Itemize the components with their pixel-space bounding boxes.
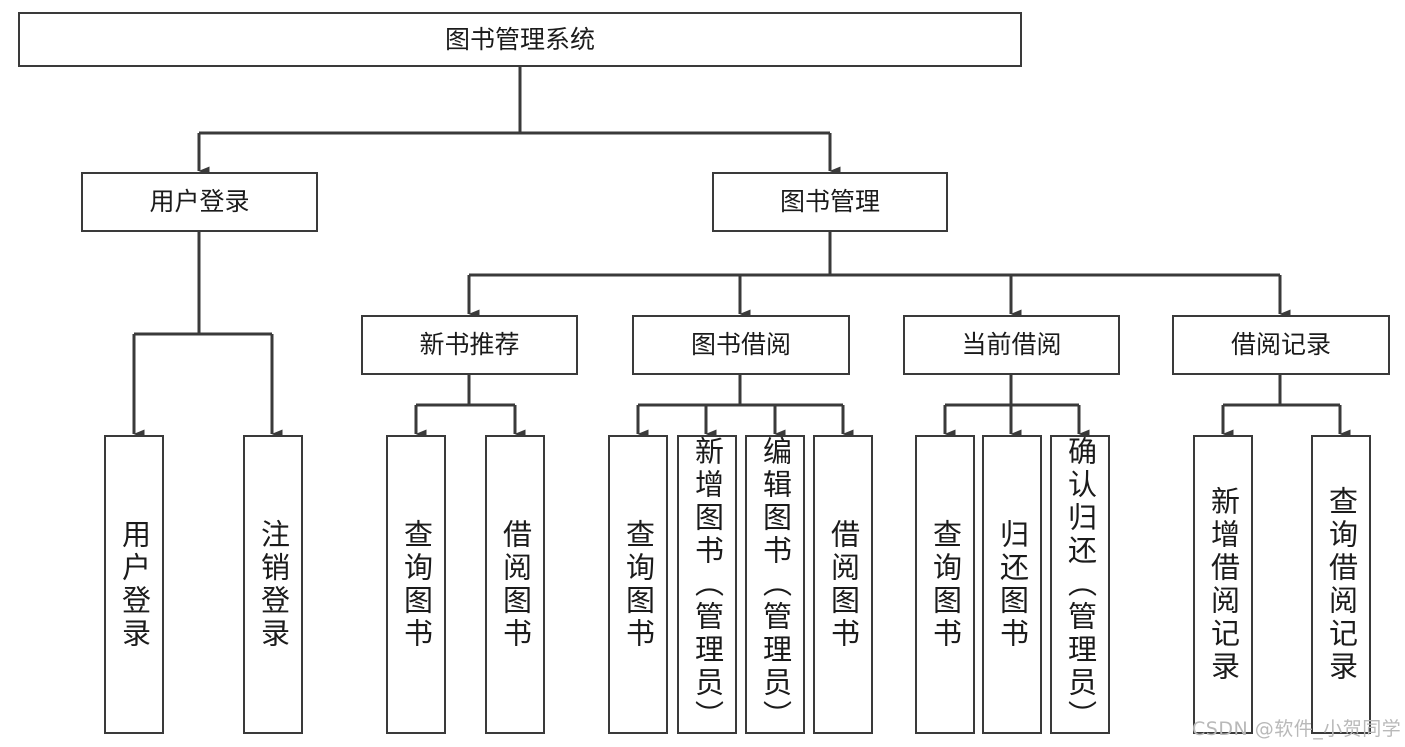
node-leaf-add-book-label: 新增图书（管理员） — [690, 436, 725, 733]
node-leaf-query-record[interactable]: 查询借阅记录 — [1311, 435, 1371, 734]
node-leaf-logout[interactable]: 注销登录 — [243, 435, 303, 734]
node-leaf-borrow-book-rec-label: 借阅图书 — [498, 518, 533, 651]
node-leaf-borrow-book[interactable]: 借阅图书 — [813, 435, 873, 734]
node-book-borrow[interactable]: 图书借阅 — [632, 315, 850, 375]
node-leaf-query-book-rec-label: 查询图书 — [399, 518, 434, 651]
node-leaf-confirm-return[interactable]: 确认归还（管理员） — [1050, 435, 1110, 734]
watermark-text: CSDN @软件_小贺同学 — [1192, 718, 1402, 740]
node-new-book-rec[interactable]: 新书推荐 — [361, 315, 578, 375]
node-user-login[interactable]: 用户登录 — [81, 172, 318, 232]
node-leaf-query-book-borrow-label: 查询图书 — [621, 518, 656, 651]
node-user-login-label: 用户登录 — [149, 187, 250, 217]
node-leaf-borrow-book-rec[interactable]: 借阅图书 — [485, 435, 545, 734]
node-root-label: 图书管理系统 — [444, 24, 595, 54]
node-leaf-user-login[interactable]: 用户登录 — [104, 435, 164, 734]
node-current-borrow[interactable]: 当前借阅 — [903, 315, 1120, 375]
node-leaf-logout-label: 注销登录 — [256, 518, 291, 651]
node-borrow-record[interactable]: 借阅记录 — [1172, 315, 1390, 375]
node-leaf-user-login-label: 用户登录 — [117, 518, 152, 651]
node-leaf-borrow-book-label: 借阅图书 — [826, 518, 861, 651]
node-leaf-add-book[interactable]: 新增图书（管理员） — [677, 435, 737, 734]
node-book-borrow-label: 图书借阅 — [690, 330, 791, 360]
node-leaf-add-record[interactable]: 新增借阅记录 — [1193, 435, 1253, 734]
node-leaf-edit-book-label: 编辑图书（管理员） — [758, 436, 793, 733]
node-leaf-confirm-return-label: 确认归还（管理员） — [1063, 436, 1098, 733]
node-root[interactable]: 图书管理系统 — [18, 12, 1022, 67]
node-leaf-query-record-label: 查询借阅记录 — [1324, 485, 1359, 684]
node-book-manage[interactable]: 图书管理 — [712, 172, 948, 232]
node-leaf-edit-book[interactable]: 编辑图书（管理员） — [745, 435, 805, 734]
node-leaf-add-record-label: 新增借阅记录 — [1206, 485, 1241, 684]
node-new-book-rec-label: 新书推荐 — [419, 330, 520, 360]
node-leaf-query-book-cur-label: 查询图书 — [928, 518, 963, 651]
node-leaf-return-book[interactable]: 归还图书 — [982, 435, 1042, 734]
node-leaf-return-book-label: 归还图书 — [995, 518, 1030, 651]
node-current-borrow-label: 当前借阅 — [961, 330, 1062, 360]
node-leaf-query-book-borrow[interactable]: 查询图书 — [608, 435, 668, 734]
node-borrow-record-label: 借阅记录 — [1230, 330, 1331, 360]
node-leaf-query-book-cur[interactable]: 查询图书 — [915, 435, 975, 734]
node-book-manage-label: 图书管理 — [779, 187, 880, 217]
node-leaf-query-book-rec[interactable]: 查询图书 — [386, 435, 446, 734]
